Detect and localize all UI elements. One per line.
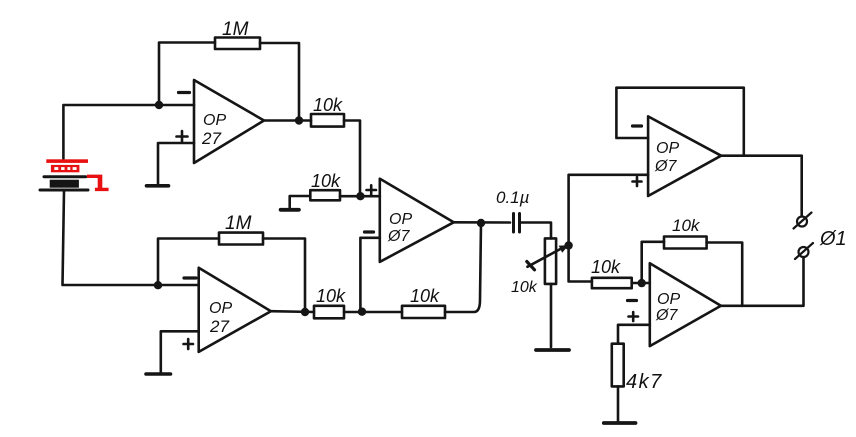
svg-text:10k: 10k xyxy=(591,257,621,277)
svg-text:1M: 1M xyxy=(222,19,249,40)
svg-text:OP: OP xyxy=(656,140,679,157)
svg-text:Ø7: Ø7 xyxy=(387,228,410,245)
svg-text:27: 27 xyxy=(201,129,221,148)
svg-text:OP: OP xyxy=(203,112,226,129)
svg-text:10k: 10k xyxy=(311,171,341,191)
svg-text:4k7: 4k7 xyxy=(626,371,663,393)
svg-text:Ø7: Ø7 xyxy=(655,307,678,324)
svg-text:0.1µ: 0.1µ xyxy=(496,188,530,207)
svg-text:Ø1: Ø1 xyxy=(819,228,847,250)
svg-text:10k: 10k xyxy=(316,286,346,306)
svg-text:10k: 10k xyxy=(511,279,538,296)
svg-text:10k: 10k xyxy=(313,95,343,115)
svg-text:OP: OP xyxy=(657,291,680,308)
svg-text:10k: 10k xyxy=(410,286,440,306)
svg-text:10k: 10k xyxy=(672,216,701,235)
svg-text:1M: 1M xyxy=(225,213,252,234)
svg-text:OP: OP xyxy=(389,211,412,228)
svg-text:OP: OP xyxy=(209,300,232,317)
svg-text:27: 27 xyxy=(209,317,229,336)
svg-text:Ø7: Ø7 xyxy=(654,158,677,175)
